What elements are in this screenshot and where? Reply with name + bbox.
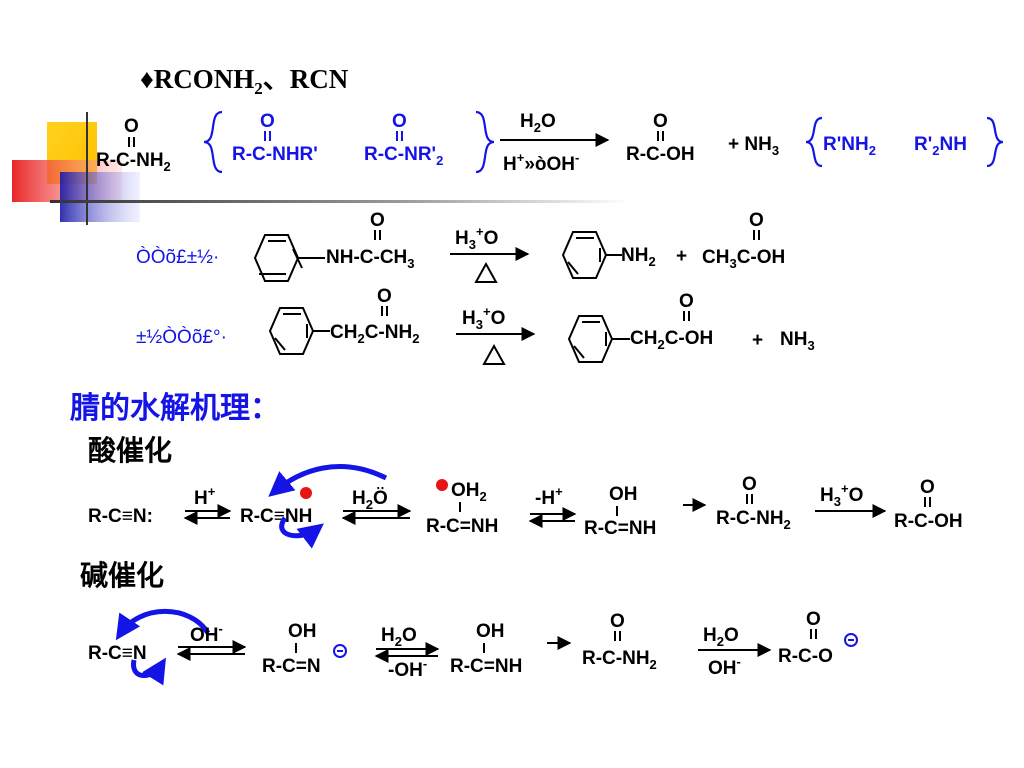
imidic-acid-formula: R-C=NH	[584, 518, 656, 539]
negative-charge-icon	[333, 644, 347, 658]
amide-formula: R-C-NH2	[716, 508, 791, 532]
benzene-ring-icon	[561, 231, 608, 279]
hydroxyl-group: OH	[476, 621, 505, 642]
reagent-proton: H+	[194, 484, 216, 509]
reagent-water: H2O	[703, 625, 739, 649]
reagent-hydronium: H3+O	[462, 304, 505, 332]
carbonyl-o: O	[749, 210, 764, 231]
hydroxyl-group: OH	[609, 484, 638, 505]
carbonyl-o: O	[679, 291, 694, 312]
section-title: 腈的水解机理：	[70, 391, 280, 426]
reagent-hydronium: H3+O	[820, 481, 863, 509]
header-title: ♦RCONH2、RCN	[140, 64, 349, 98]
secondary-amide-formula: R-C-NHR'	[232, 144, 318, 165]
benzene-ring-icon	[567, 315, 614, 363]
amide-formula: R-C-NH2	[582, 648, 657, 672]
electron-pusher-arrow	[131, 657, 166, 686]
primary-amine: R'NH2	[823, 134, 876, 158]
carbonyl-o: O	[653, 111, 668, 132]
phenylacetic-acid-formula: CH2C-OH	[630, 328, 713, 352]
row2-acetanilide: ÒÒõ£±½· O NH-C-CH3 H3+O NH2 + O CH3C-OH	[136, 210, 785, 283]
iminate-anion-formula: R-C=N	[262, 656, 321, 677]
byproduct-hydroxide: -OH-	[388, 656, 427, 681]
benzene-ring-icon	[268, 307, 315, 355]
right-brace	[475, 110, 495, 174]
imine-formula: R-C=NH	[426, 516, 498, 537]
carboxylic-acid-formula: R-C-OH	[626, 144, 695, 165]
subsection-title: 酸催化	[88, 434, 172, 467]
corner-decoration	[12, 112, 630, 225]
electron-pusher-arrow	[279, 516, 324, 549]
plus-sign: +	[676, 246, 687, 267]
carbonyl-o: O	[392, 111, 407, 132]
nucleophilic-attack-arrow	[268, 464, 388, 497]
row1-general-reaction: O R-C-NH2 O R-C-NHR' O R-C-NR'2 H2O H+»ò…	[96, 110, 1004, 175]
ammonia-product: NH3	[780, 329, 815, 353]
benzene-ring-icon	[253, 234, 303, 282]
carbonyl-o: O	[370, 210, 385, 231]
amine-left-brace	[805, 116, 823, 168]
nucleophilic-attack-arrow	[115, 609, 211, 641]
carbonyl-o: O	[610, 611, 625, 632]
compound-label: ±½ÒÒõ£°·	[136, 326, 227, 348]
aniline-amine: NH2	[621, 245, 656, 269]
reagent-water: H2O	[381, 625, 417, 649]
heat-triangle-icon	[482, 343, 506, 365]
carboxylate-formula: R-C-O	[778, 646, 833, 667]
positive-charge-icon	[300, 487, 312, 499]
catalyst-label: H+»òOH-	[503, 150, 579, 175]
reagent-hydronium: H3+O	[455, 224, 498, 252]
nitrile-formula: R-C≡N	[88, 643, 147, 664]
carbonyl-o: O	[806, 609, 821, 630]
left-brace	[203, 110, 223, 174]
reagent-hydroxide: OH-	[190, 621, 223, 646]
acid-catalysis-mechanism: 酸催化 R-C≡N: H+ R-C≡NH H2Ö OH2 R-C=NH -H+ …	[88, 434, 963, 549]
amine-right-brace	[986, 116, 1004, 168]
secondary-amine: R'2NH	[914, 134, 967, 158]
negative-charge-icon	[844, 633, 858, 647]
hydroxyl-group: OH	[288, 621, 317, 642]
subsection-title: 碱催化	[80, 559, 164, 592]
nitrile-formula: R-C≡N:	[88, 506, 153, 527]
base-catalysis-mechanism: 碱催化 R-C≡N OH- OH R-C=N H2O -OH- OH R-C=N…	[80, 559, 858, 686]
tertiary-amide-formula: R-C-NR'2	[364, 144, 443, 168]
carboxylic-acid-formula: R-C-OH	[894, 511, 963, 532]
reagent-hydroxide: OH-	[708, 654, 741, 679]
imidic-acid-formula: R-C=NH	[450, 656, 522, 677]
amide-formula: R-C-NH2	[96, 150, 171, 174]
acetanilide-formula: NH-C-CH3	[326, 247, 415, 271]
ammonia-product: + NH3	[728, 134, 779, 158]
carbonyl-o: O	[920, 477, 935, 498]
deprotonation-label: -H+	[535, 484, 563, 509]
carbonyl-o: O	[124, 116, 139, 137]
acetic-acid-formula: CH3C-OH	[702, 247, 785, 271]
reagent-water: H2O	[520, 111, 556, 135]
compound-label: ÒÒõ£±½·	[136, 246, 219, 268]
row3-phenylacetamide: ±½ÒÒõ£°· O CH2C-NH2 H3+O O CH2C-OH + NH3	[136, 286, 815, 365]
carbonyl-o: O	[377, 286, 392, 307]
protonated-nitrile-formula: R-C≡NH	[240, 506, 312, 527]
carbonyl-o: O	[742, 474, 757, 495]
plus-sign: +	[752, 330, 763, 351]
phenylacetamide-formula: CH2C-NH2	[330, 322, 419, 346]
reagent-water: H2Ö	[352, 488, 388, 512]
oxonium-group: OH2	[451, 480, 487, 504]
heat-triangle-icon	[474, 261, 498, 283]
positive-charge-icon	[436, 479, 448, 491]
carbonyl-o: O	[260, 111, 275, 132]
